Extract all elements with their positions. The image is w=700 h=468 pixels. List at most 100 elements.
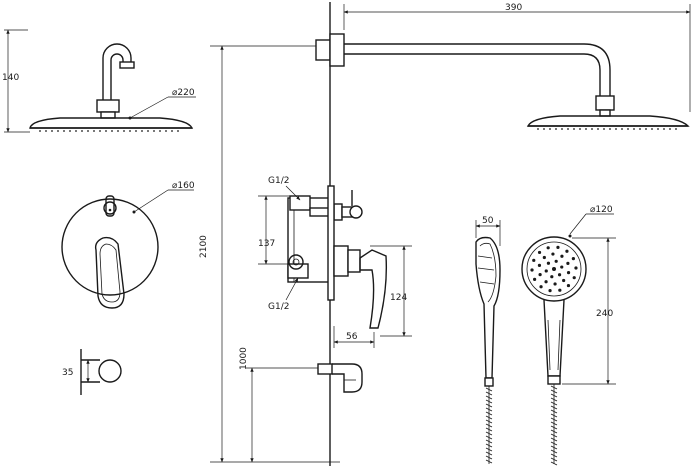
nozzle-dot bbox=[657, 128, 659, 130]
nozzle-dot bbox=[615, 128, 617, 130]
valve-height-label: 124 bbox=[390, 293, 407, 303]
hose-coil bbox=[550, 425, 558, 430]
nozzle-dot bbox=[105, 130, 107, 132]
arm-length-label: 390 bbox=[505, 3, 522, 13]
nozzle-dot bbox=[171, 130, 173, 132]
nozzle-dot bbox=[571, 256, 575, 261]
nozzle-dot bbox=[532, 258, 536, 262]
mixer-plate-front-view: ⌀160 bbox=[61, 181, 195, 309]
nozzle-dot bbox=[99, 130, 101, 132]
outlet-size-label: 35 bbox=[62, 368, 73, 378]
nozzle-dot bbox=[117, 130, 119, 132]
nozzle-dot bbox=[556, 245, 560, 249]
hose-coil bbox=[485, 439, 493, 444]
nozzle-dot bbox=[552, 267, 556, 271]
hose-coil bbox=[485, 399, 493, 404]
hose-coil bbox=[485, 423, 493, 428]
hose-coil bbox=[485, 395, 493, 400]
nozzle-dot bbox=[551, 252, 555, 256]
nozzle-dot bbox=[153, 130, 155, 132]
nozzle-dot bbox=[546, 261, 551, 265]
hose-coil bbox=[485, 431, 493, 436]
hose-coil bbox=[485, 459, 493, 464]
nozzle-dot bbox=[561, 128, 563, 130]
nozzle-dot bbox=[565, 249, 569, 253]
nozzle-dot bbox=[159, 130, 161, 132]
hose-coil bbox=[485, 411, 493, 416]
hose-coil bbox=[550, 433, 558, 438]
nozzle-dot bbox=[560, 265, 564, 269]
nozzle-dot bbox=[549, 128, 551, 130]
hose-coil bbox=[550, 457, 558, 462]
hose-coil bbox=[550, 461, 558, 466]
nozzle-dot bbox=[123, 130, 125, 132]
nozzle-dot bbox=[81, 130, 83, 132]
nozzle-dot bbox=[603, 128, 605, 130]
hose-coil bbox=[550, 453, 558, 458]
hose-coil bbox=[485, 451, 493, 456]
nozzle-dot bbox=[147, 130, 149, 132]
head-diameter-label: ⌀220 bbox=[172, 88, 195, 98]
nozzle-dot bbox=[555, 128, 557, 130]
nozzle-dot bbox=[39, 130, 41, 132]
nozzle-dot bbox=[597, 128, 599, 130]
nozzle-dot bbox=[530, 268, 534, 272]
nozzle-dot bbox=[537, 250, 542, 255]
nozzle-dot bbox=[663, 128, 665, 130]
nozzle-dot bbox=[557, 273, 562, 277]
hose-coil bbox=[485, 419, 493, 424]
nozzle-dot bbox=[63, 130, 65, 132]
hose-coil bbox=[550, 437, 558, 442]
nozzle-dot bbox=[69, 130, 71, 132]
hand-shower-front-view: ⌀120 240 bbox=[521, 205, 616, 464]
nozzle-dot bbox=[566, 283, 571, 288]
nozzle-dot bbox=[645, 128, 647, 130]
overhead-shower-side-view: 140 ⌀220 bbox=[2, 29, 196, 133]
nozzle-dot bbox=[558, 288, 562, 292]
connection-top-label: G1/2 bbox=[268, 176, 289, 186]
nozzle-dot bbox=[87, 130, 89, 132]
nozzle-dot bbox=[639, 128, 641, 130]
nozzle-dot bbox=[579, 128, 581, 130]
hose-coil bbox=[550, 389, 558, 394]
nozzle-dot bbox=[537, 128, 539, 130]
hose-coil bbox=[485, 427, 493, 432]
nozzle-dot bbox=[574, 266, 578, 270]
wall-outlet-side-view: 35 bbox=[62, 349, 122, 395]
wall-outlet-elbow-side-view bbox=[317, 363, 363, 393]
nozzle-dot bbox=[548, 289, 552, 293]
head-height-label: 140 bbox=[2, 73, 19, 83]
hose-coil bbox=[485, 443, 493, 448]
hose-coil bbox=[550, 385, 558, 390]
valve-depth-label: 56 bbox=[346, 332, 358, 342]
hand-shower-diameter-label: ⌀120 bbox=[590, 205, 613, 215]
nozzle-dot bbox=[57, 130, 59, 132]
nozzle-dot bbox=[566, 261, 570, 265]
connection-spacing-label: 137 bbox=[258, 239, 275, 249]
nozzle-dot bbox=[566, 271, 571, 275]
nozzle-dot bbox=[111, 130, 113, 132]
hose-coil bbox=[550, 401, 558, 406]
hose-coil bbox=[550, 405, 558, 410]
hand-shower-length-label: 240 bbox=[596, 309, 613, 319]
nozzle-dot bbox=[573, 128, 575, 130]
hose-coil bbox=[485, 403, 493, 408]
nozzle-dot bbox=[45, 130, 47, 132]
hose-coil bbox=[550, 421, 558, 426]
hose-coil bbox=[550, 449, 558, 454]
nozzle-dot bbox=[75, 130, 77, 132]
nozzle-dot bbox=[550, 275, 554, 279]
hose-coil bbox=[485, 435, 493, 440]
wall-and-vertical-dimensions: 2100 1000 bbox=[199, 2, 340, 466]
hose-coil bbox=[550, 409, 558, 414]
nozzle-dot bbox=[93, 130, 95, 132]
shower-arm-side-view: 390 bbox=[315, 3, 691, 130]
hose-coil bbox=[485, 407, 493, 412]
nozzle-dot bbox=[627, 128, 629, 130]
hose-coil bbox=[550, 397, 558, 402]
hose-coil bbox=[485, 455, 493, 460]
nozzle-dot bbox=[651, 128, 653, 130]
hose-coil bbox=[550, 441, 558, 446]
nozzle-dot bbox=[538, 273, 542, 277]
